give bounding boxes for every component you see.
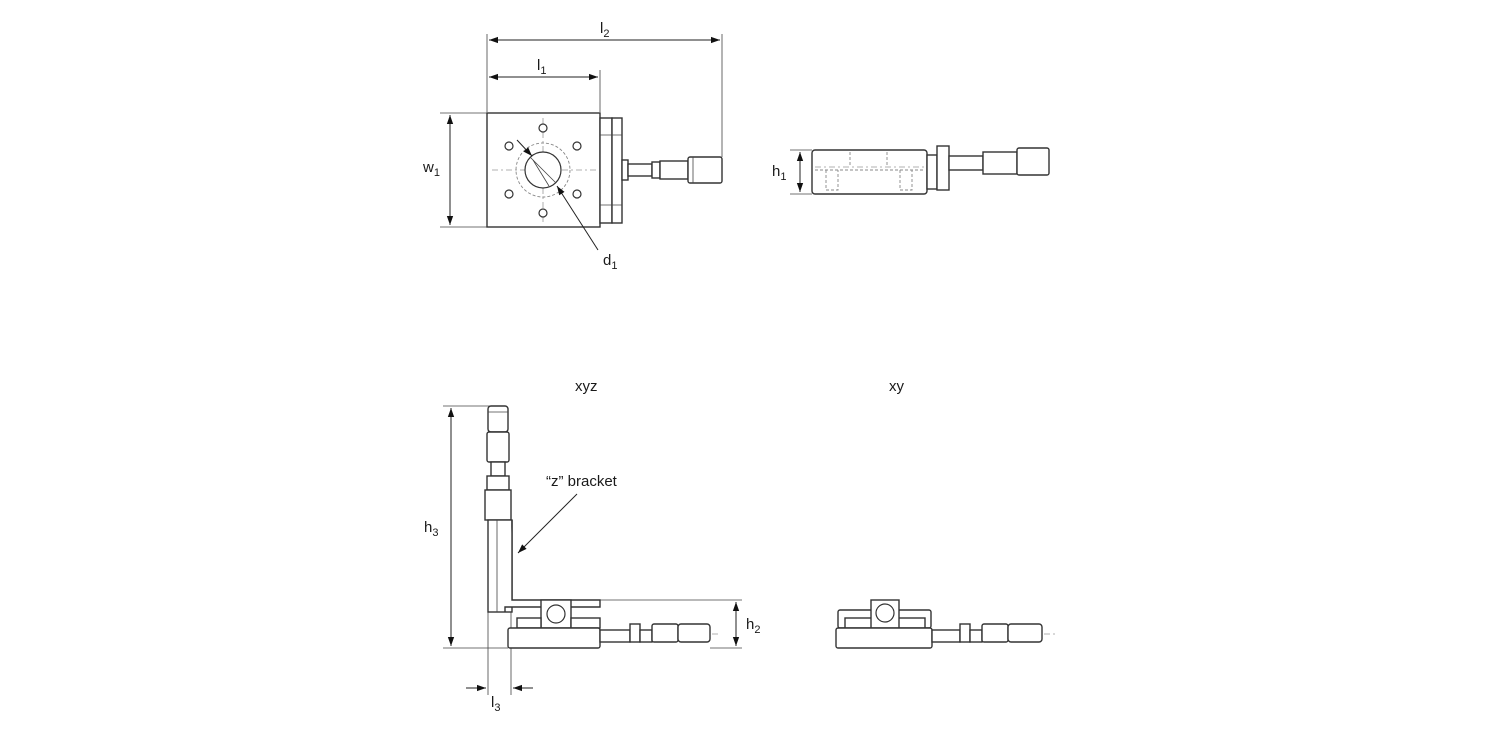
z-bracket-label: “z” bracket: [546, 473, 618, 490]
w1-label: w1: [422, 159, 440, 179]
l1-label: l1: [537, 57, 546, 77]
xy-view: xy: [835, 378, 1055, 649]
d1-label: d1: [603, 252, 617, 272]
l3-label: l3: [491, 694, 500, 714]
h1-label: h1: [772, 163, 786, 183]
h2-label: h2: [746, 616, 760, 636]
stage-body: [811, 149, 928, 195]
xyz-title: xyz: [575, 378, 598, 395]
side-view: h1: [772, 145, 1050, 195]
h3-label: h3: [424, 519, 438, 539]
z-bracket-leader: [517, 493, 578, 554]
xy-title: xy: [889, 378, 905, 395]
xyz-view: xyz: [424, 378, 760, 714]
top-view: l2 l1 w1 d1: [422, 20, 723, 272]
l2-label: l2: [600, 20, 609, 40]
